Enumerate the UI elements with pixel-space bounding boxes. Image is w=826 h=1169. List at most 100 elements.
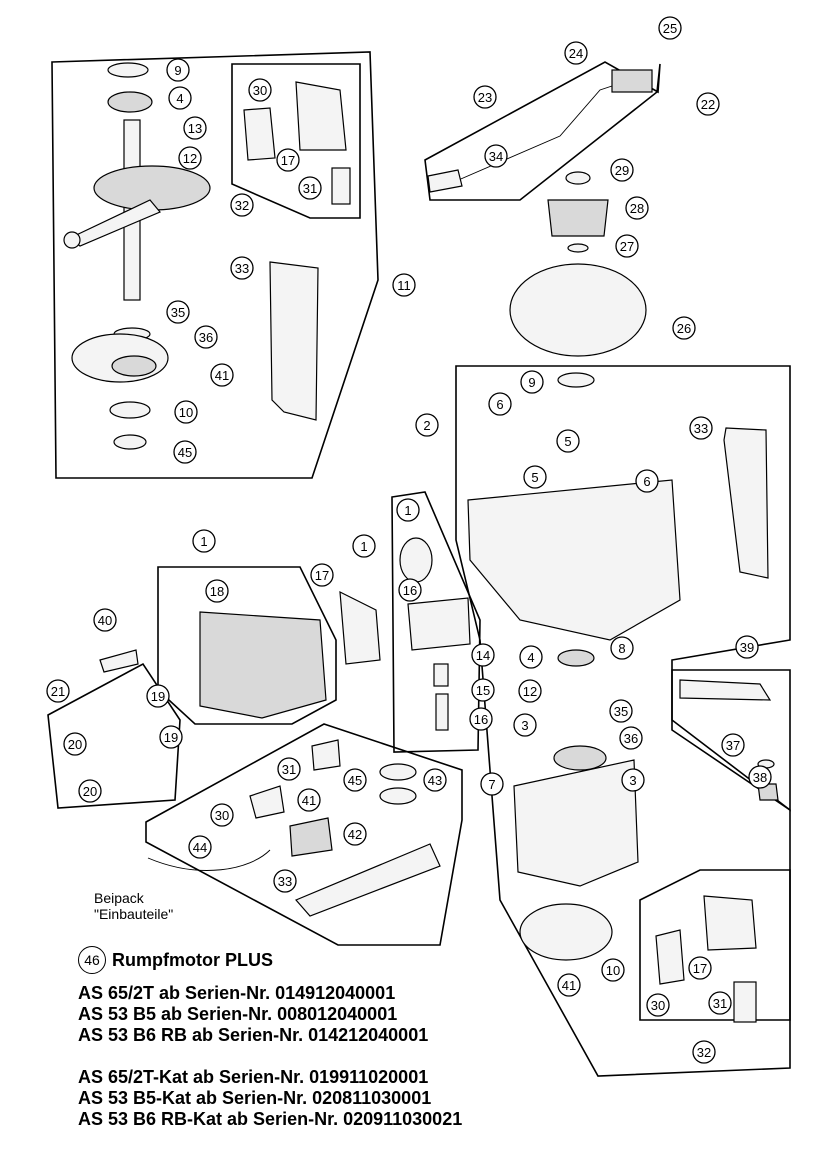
callout-45: 45: [173, 440, 197, 464]
gasket-kit-frame: [145, 723, 463, 946]
crankcase-part: [467, 479, 681, 641]
callout-circle: [520, 370, 544, 394]
callout-27: 27: [615, 234, 639, 258]
callout-circle: [205, 579, 229, 603]
gasket-large-part: [295, 81, 347, 151]
ignition-frame: [424, 61, 661, 201]
callout-circle: [557, 973, 581, 997]
callout-number: 11: [397, 278, 411, 293]
seal-top-part: [557, 372, 595, 388]
callout-46-badge: 46: [78, 946, 106, 974]
housing-lower-part: [513, 759, 639, 887]
callout-number: 1: [360, 539, 367, 554]
callout-number: 13: [188, 121, 202, 136]
callout-38: 38: [748, 765, 772, 789]
callout-number: 35: [614, 704, 628, 719]
callout-number: 37: [726, 738, 740, 753]
callout-19: 19: [159, 725, 183, 749]
callout-circle: [635, 469, 659, 493]
callout-number: 5: [564, 434, 571, 449]
callout-41: 41: [210, 363, 234, 387]
callout-10: 10: [174, 400, 198, 424]
callout-circle: [471, 678, 495, 702]
callout-number: 17: [315, 568, 329, 583]
callout-number: 40: [98, 613, 112, 628]
callout-29: 29: [610, 158, 634, 182]
callout-circle: [619, 726, 643, 750]
callout-circle: [248, 78, 272, 102]
callout-16: 16: [398, 578, 422, 602]
beipack-label-2: "Einbauteile": [94, 906, 173, 922]
callout-circle: [78, 779, 102, 803]
needle-bearing-part: [433, 663, 449, 687]
callout-35: 35: [166, 300, 190, 324]
callout-number: 17: [693, 961, 707, 976]
beipack-label: Beipack: [94, 890, 145, 906]
flywheel-part: [509, 263, 647, 357]
disc-lower-part: [519, 903, 613, 961]
callout-number: 45: [178, 445, 192, 460]
callout-circle: [480, 772, 504, 796]
callout-circle: [689, 416, 713, 440]
callout-43: 43: [423, 768, 447, 792]
callout-circle: [513, 713, 537, 737]
callout-number: 31: [713, 996, 727, 1011]
callout-number: 16: [474, 712, 488, 727]
callout-number: 9: [174, 63, 181, 78]
callout-number: 2: [423, 418, 430, 433]
callout-number: 36: [199, 330, 213, 345]
callout-41: 41: [297, 788, 321, 812]
crankshaft-group-frame: [51, 51, 379, 479]
callout-number: 18: [210, 584, 224, 599]
callout-32: 32: [692, 1040, 716, 1064]
callout-circle: [183, 116, 207, 140]
callout-number: 1: [404, 503, 411, 518]
bearing-lower-part: [111, 355, 157, 377]
callout-number: 30: [215, 808, 229, 823]
callout-circle: [469, 707, 493, 731]
callout-number: 7: [488, 777, 495, 792]
callout-circle: [297, 788, 321, 812]
callout-circle: [166, 58, 190, 82]
callout-number: 6: [643, 474, 650, 489]
spark-plug-cap-part: [427, 169, 463, 193]
ring-45-part: [379, 763, 417, 781]
callout-circle: [518, 679, 542, 703]
callout-28: 28: [625, 196, 649, 220]
callout-12: 12: [178, 146, 202, 170]
callout-number: 33: [278, 874, 292, 889]
connecting-rod-part: [68, 199, 161, 247]
piston-part: [407, 597, 471, 651]
callout-number: 43: [428, 773, 442, 788]
clutch-drum-part: [547, 199, 609, 237]
callout-number: 32: [235, 198, 249, 213]
gasket-set-frame-bottom: [639, 869, 791, 1021]
callout-12: 12: [518, 679, 542, 703]
callout-circle: [625, 196, 649, 220]
gasket-bottom-large-part: [703, 895, 757, 951]
callout-circle: [564, 41, 588, 65]
callout-15: 15: [471, 678, 495, 702]
bearing-part: [107, 91, 153, 113]
callout-number: 41: [302, 793, 316, 808]
callout-number: 30: [253, 83, 267, 98]
screw-set-frame: [47, 662, 181, 809]
seal-lower-part: [109, 401, 151, 419]
callout-number: 5: [531, 470, 538, 485]
info-line-kat: AS 53 B6 RB-Kat ab Serien-Nr. 0209110300…: [78, 1109, 463, 1129]
callout-36: 36: [194, 325, 218, 349]
callout-number: 19: [164, 730, 178, 745]
callout-1: 1: [352, 534, 376, 558]
callout-circle: [609, 699, 633, 723]
callout-31: 31: [277, 757, 301, 781]
seal-ring-part: [107, 62, 149, 78]
callout-number: 15: [476, 683, 490, 698]
callout-6: 6: [488, 392, 512, 416]
callout-circle: [396, 498, 420, 522]
callout-number: 36: [624, 731, 638, 746]
callout-circle: [473, 85, 497, 109]
callout-17: 17: [276, 148, 300, 172]
callout-number: 24: [569, 46, 583, 61]
callout-circle: [192, 529, 216, 553]
callout-31: 31: [298, 176, 322, 200]
